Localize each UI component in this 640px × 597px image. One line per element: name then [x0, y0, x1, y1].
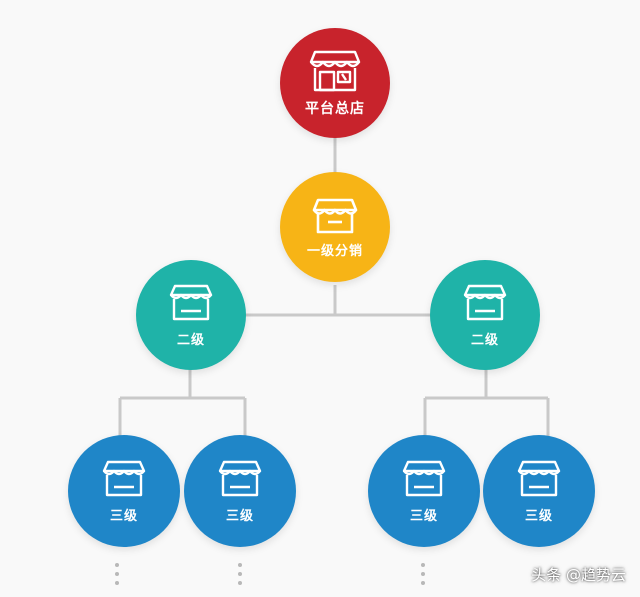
node-level3-4: 三级: [483, 435, 595, 547]
shop-awning-icon: [312, 198, 358, 233]
node-level3-4-label: 三级: [524, 508, 553, 524]
node-level3-1: 三级: [68, 435, 180, 547]
node-level3-3: 三级: [368, 435, 480, 547]
shop-icon: [463, 284, 507, 320]
continuation-dots-1: [115, 563, 121, 585]
node-level3-3-label: 三级: [409, 508, 438, 524]
watermark: 头条 @趋势云: [531, 566, 626, 584]
shop-icon: [517, 460, 561, 496]
node-level2-left: 二级: [136, 260, 246, 370]
shop-icon: [102, 460, 146, 496]
storefront-icon: [309, 50, 361, 92]
shop-icon: [218, 460, 262, 496]
node-level3-2-label: 三级: [225, 508, 254, 524]
node-level2-right-label: 二级: [470, 332, 499, 348]
node-level1: 一级分销: [280, 172, 390, 282]
shop-icon: [169, 284, 213, 320]
node-level2-right: 二级: [430, 260, 540, 370]
shop-icon: [402, 460, 446, 496]
node-level1-label: 一级分销: [306, 243, 363, 259]
node-root-label: 平台总店: [305, 101, 365, 117]
node-root: 平台总店: [280, 28, 390, 138]
node-level3-1-label: 三级: [109, 508, 138, 524]
continuation-dots-2: [238, 563, 244, 585]
node-level2-left-label: 二级: [176, 332, 205, 348]
continuation-dots-3: [421, 563, 427, 585]
node-level3-2: 三级: [184, 435, 296, 547]
